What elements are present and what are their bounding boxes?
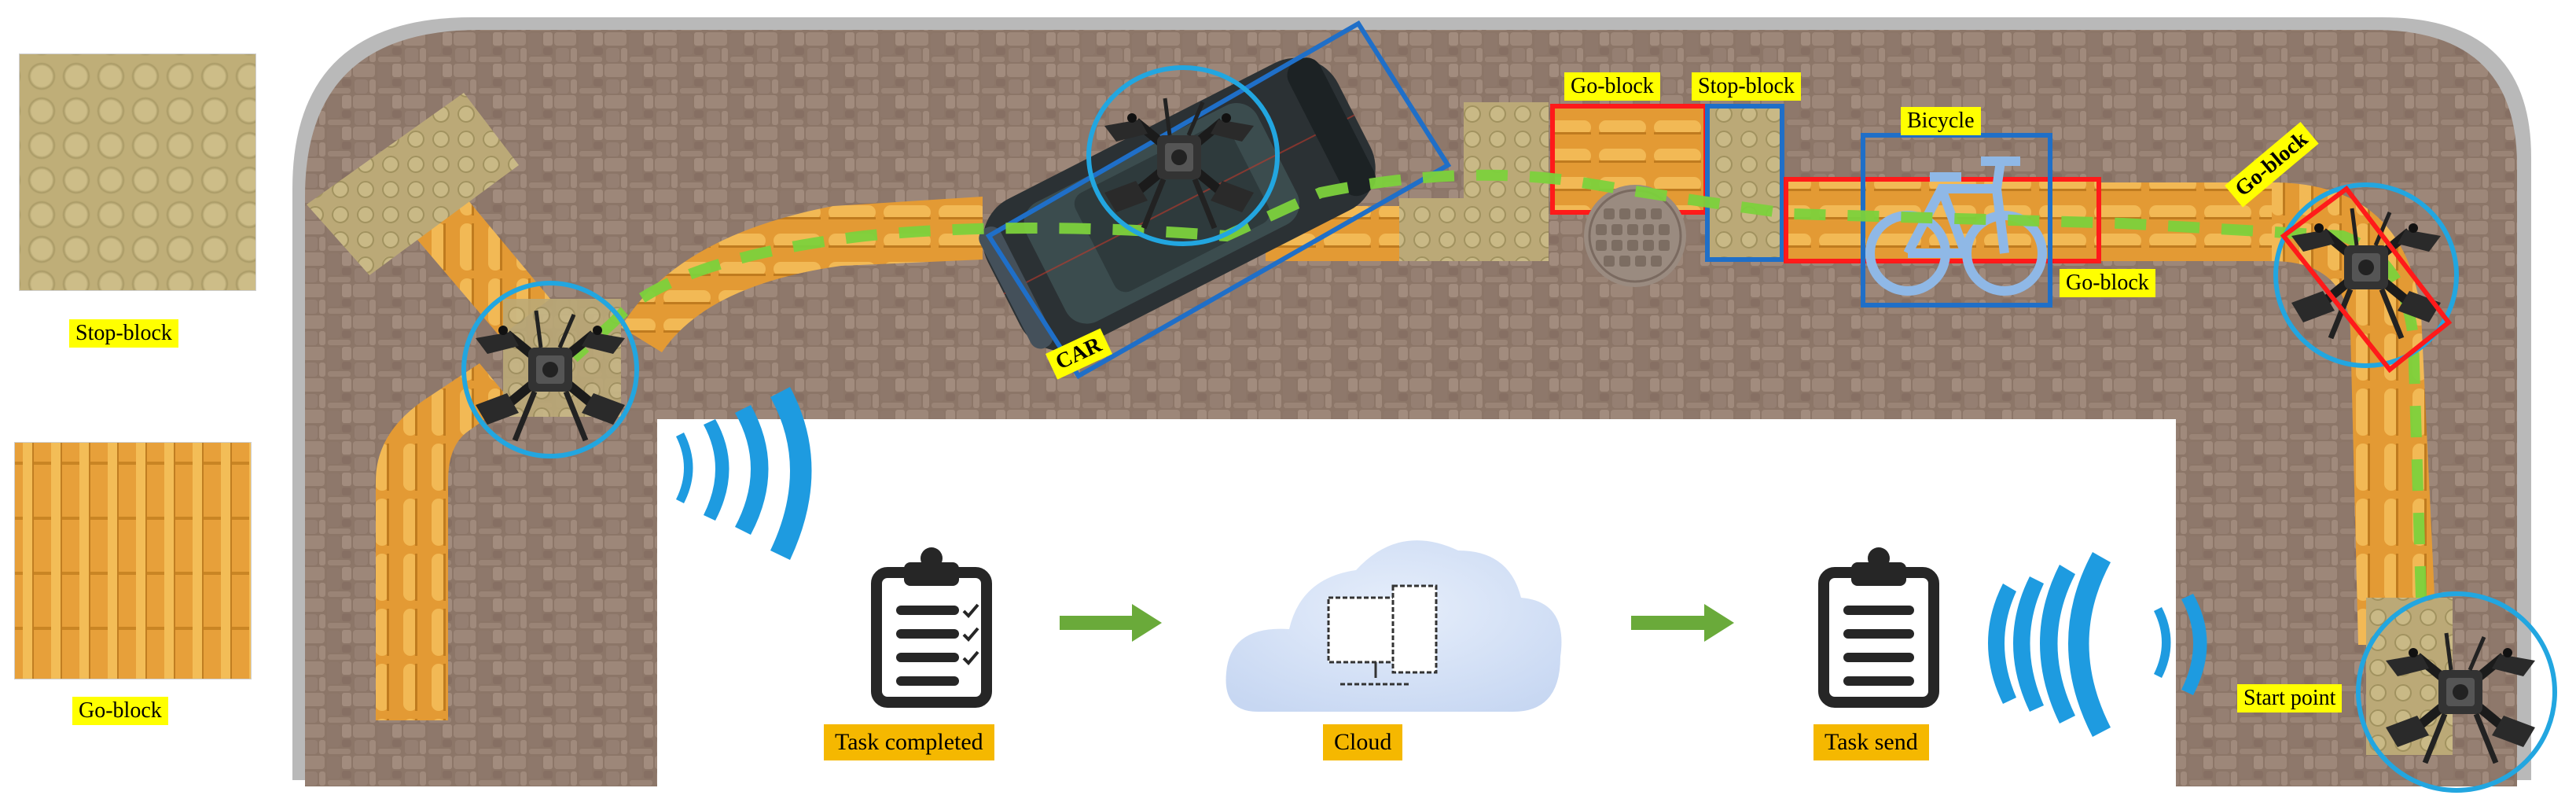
stop-block-top bbox=[1707, 106, 1782, 260]
task-send-label: Task send bbox=[1813, 724, 1929, 760]
stop-block-tile bbox=[19, 53, 256, 291]
stop-pad-upper-left bbox=[307, 93, 519, 275]
cloud-label: Cloud bbox=[1323, 724, 1403, 760]
wifi-signal-icon-left bbox=[676, 387, 812, 560]
legend-stop-block-label: Stop-block bbox=[69, 319, 178, 348]
bicycle-label: Bicycle bbox=[1901, 107, 1981, 135]
car-box bbox=[985, 20, 1452, 380]
clipboard-icon-send bbox=[1818, 547, 1939, 708]
go-path-left bbox=[376, 363, 511, 720]
drone-right bbox=[2273, 182, 2459, 374]
route-path bbox=[570, 169, 2427, 598]
task-completed-label: Task completed bbox=[824, 724, 994, 760]
start-point-label: Start point bbox=[2237, 684, 2343, 712]
drone-left bbox=[461, 281, 639, 458]
arrow-right-icon-2 bbox=[1631, 604, 1734, 642]
go-block-right-label: Go-block bbox=[2060, 269, 2155, 297]
go-block-tile bbox=[14, 442, 252, 679]
go-path-arc bbox=[621, 197, 983, 352]
stop-pad-mid-top bbox=[1464, 102, 1549, 204]
stop-block-top-label: Stop-block bbox=[1692, 72, 1801, 101]
manhole-icon bbox=[1584, 185, 1686, 287]
go-path-curve bbox=[2272, 182, 2437, 645]
go-block-top-label: Go-block bbox=[1564, 72, 1660, 101]
legend-go-block-label: Go-block bbox=[72, 697, 168, 725]
arrow-right-icon-1 bbox=[1060, 604, 1162, 642]
drone-car bbox=[1086, 65, 1280, 246]
cloud-icon bbox=[1226, 540, 1562, 712]
car-icon bbox=[979, 57, 1376, 352]
clipboard-icon-completed bbox=[871, 547, 992, 708]
stop-pad-mid bbox=[1399, 198, 1549, 261]
wifi-signal-icon-right bbox=[1988, 552, 2207, 737]
drone-start bbox=[2356, 591, 2557, 793]
